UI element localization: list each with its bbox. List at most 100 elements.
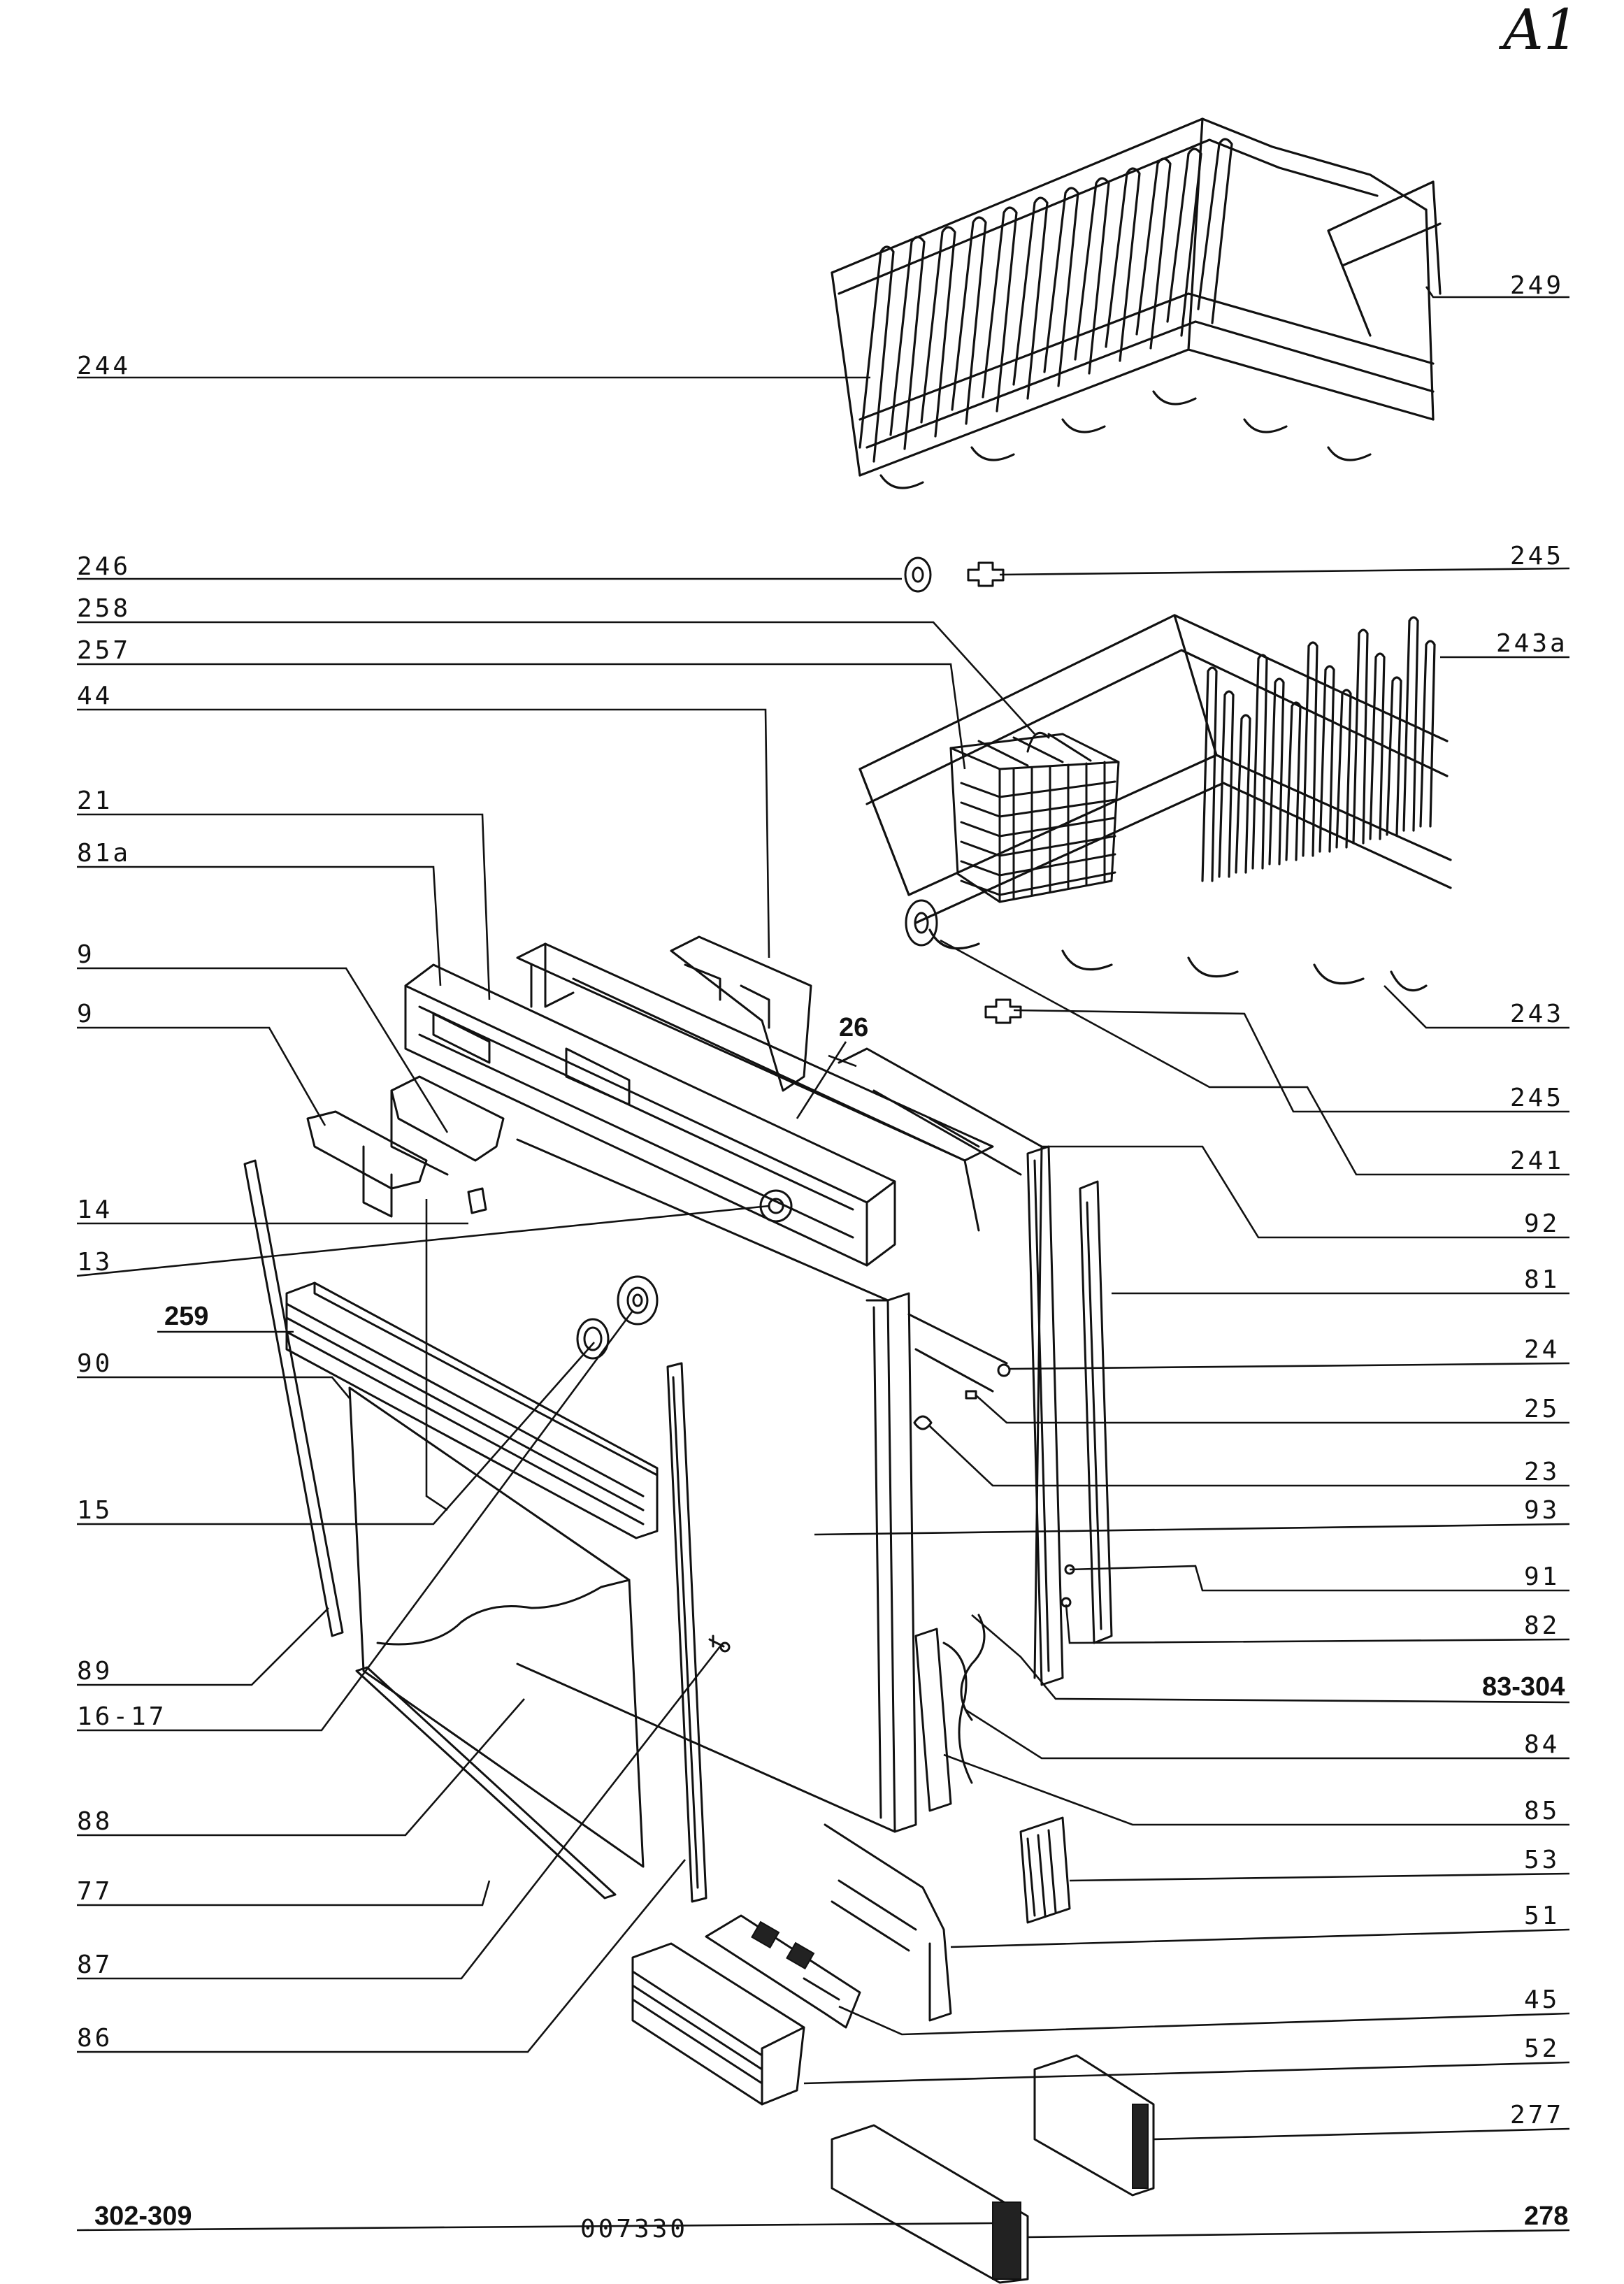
label-44: 44 — [77, 682, 113, 710]
label-84: 84 — [1524, 1730, 1560, 1759]
cutlery-grid-line — [960, 817, 1116, 838]
footer-code: 007330 — [580, 2215, 688, 2243]
label-277: 277 — [1510, 2101, 1564, 2129]
label-91: 91 — [1524, 1563, 1560, 1591]
outer-door-panel — [516, 1138, 917, 1833]
basket-tine — [1043, 187, 1079, 387]
control-panel — [404, 963, 896, 1267]
door-strip-259 — [285, 1281, 659, 1539]
basket-tine — [920, 226, 956, 438]
basket-tine — [1197, 138, 1233, 324]
label-90: 90 — [77, 1349, 113, 1378]
label-302-309: 302-309 — [94, 2202, 192, 2231]
label-249: 249 — [1510, 271, 1564, 300]
label-21: 21 — [77, 787, 113, 815]
leader-lines — [76, 286, 1570, 2239]
basket-tine — [1012, 196, 1049, 400]
label-243: 243 — [1510, 1000, 1564, 1028]
basket-tine — [1335, 689, 1352, 849]
basket-tine — [1402, 616, 1419, 832]
lower-wheel — [905, 899, 938, 947]
label-87: 87 — [77, 1951, 113, 1979]
label-81a: 81a — [77, 839, 131, 868]
basket-tine — [982, 206, 1018, 412]
label-77: 77 — [77, 1877, 113, 1906]
label-245-upper: 245 — [1510, 542, 1564, 570]
connector-45 — [705, 1914, 861, 2029]
label-92: 92 — [1524, 1209, 1560, 1238]
inner-door-liner — [838, 1047, 1043, 1679]
label-26: 26 — [839, 1013, 868, 1042]
label-9-a: 9 — [77, 940, 95, 969]
lower-basket — [858, 614, 1452, 992]
basket-tine — [858, 245, 895, 463]
label-258: 258 — [77, 594, 131, 623]
label-9-b: 9 — [77, 1000, 95, 1028]
label-15: 15 — [77, 1496, 113, 1525]
control-panel-frame — [516, 942, 994, 1232]
plinth-52 — [631, 1942, 805, 2106]
upper-axle-clip — [967, 561, 1005, 587]
cutlery-basket — [949, 731, 1120, 903]
basket-tine — [1419, 640, 1436, 828]
label-278: 278 — [1524, 2202, 1568, 2231]
label-93: 93 — [1524, 1496, 1560, 1525]
door-hinge-84-85 — [914, 1614, 986, 1812]
label-85: 85 — [1524, 1797, 1560, 1825]
basket-tine — [1318, 665, 1335, 853]
side-strip-89 — [243, 1159, 344, 1637]
label-24: 24 — [1524, 1335, 1560, 1364]
label-246: 246 — [77, 552, 131, 581]
label-82: 82 — [1524, 1611, 1560, 1640]
basket-tine — [1235, 714, 1251, 874]
label-14: 14 — [77, 1195, 113, 1224]
screw-87 — [708, 1635, 731, 1653]
cutlery-grid-line — [960, 835, 1116, 857]
bottom-strip-77 — [355, 1666, 617, 1899]
knob-washer-15 — [576, 1318, 610, 1360]
page-code: A1 — [1498, 0, 1579, 62]
basket-tine — [1285, 701, 1302, 861]
basket-tine — [889, 236, 926, 450]
label-241: 241 — [1510, 1147, 1564, 1175]
label-16-17: 16-17 — [77, 1702, 166, 1731]
upper-basket — [831, 117, 1442, 489]
basket-tine — [1201, 666, 1218, 882]
knob-16-17 — [617, 1275, 659, 1326]
program-selector-block — [670, 935, 812, 1092]
label-13: 13 — [77, 1248, 113, 1277]
basket-tine — [1218, 690, 1235, 878]
label-259: 259 — [164, 1302, 208, 1331]
label-243a: 243a — [1496, 629, 1568, 658]
kick-board-277 — [1033, 2054, 1155, 2197]
side-rail-right — [1026, 1145, 1064, 1686]
basket-tine — [951, 216, 987, 425]
decor-panel-88 — [348, 1386, 645, 1868]
basket-tine — [1268, 677, 1285, 866]
label-257: 257 — [77, 636, 131, 665]
plinth-51 — [824, 1823, 952, 2022]
switch-bracket-9b — [306, 1110, 428, 1218]
cutlery-grid-line — [960, 780, 1116, 798]
basket-tine — [1352, 629, 1369, 845]
label-45: 45 — [1524, 1985, 1560, 2014]
label-25: 25 — [1524, 1395, 1560, 1423]
cutlery-grid-line — [960, 798, 1116, 818]
upper-wheel — [904, 556, 932, 593]
side-rail-81 — [1079, 1180, 1113, 1644]
indicator-lens — [467, 1187, 487, 1214]
label-23: 23 — [1524, 1458, 1560, 1486]
part-labels: 244 249 246 245 258 243a 257 44 21 81a 9… — [77, 271, 1568, 2243]
label-83-304: 83-304 — [1482, 1672, 1565, 1702]
label-81: 81 — [1524, 1265, 1560, 1294]
label-88: 88 — [77, 1807, 113, 1836]
label-244: 244 — [77, 352, 131, 380]
basket-tine — [1166, 148, 1202, 337]
basket-tine — [1302, 641, 1318, 857]
label-245-lower: 245 — [1510, 1084, 1564, 1112]
label-89: 89 — [77, 1657, 113, 1686]
label-53: 53 — [1524, 1846, 1560, 1874]
cutlery-grid-line — [960, 853, 1116, 877]
kick-board-278 — [831, 2124, 1029, 2284]
